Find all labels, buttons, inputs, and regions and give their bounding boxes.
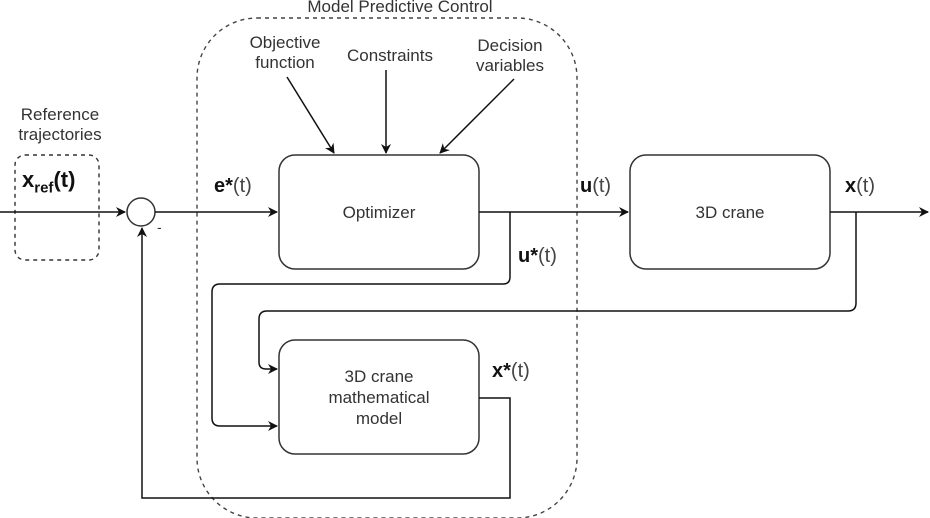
mpc-title: Model Predictive Control [307,0,493,16]
state-feedback-path [258,212,857,374]
reference-symbol: xref(t) [22,167,76,198]
plant-label: 3D crane [695,202,765,222]
decision-label: Decision variables [455,36,565,76]
state-model-signal-arg: (t) [510,360,530,382]
reference-symbol-sub: ref [34,179,54,197]
decision-label-line1: Decision [477,36,543,55]
optimizer-label: Optimizer [342,202,416,222]
constraints-label: Constraints [347,46,433,65]
mpc-container [196,17,578,518]
reference-symbol-arg: (t) [53,167,76,192]
control-signal-arg: (t) [592,175,612,197]
state-signal-arg: (t) [856,175,876,197]
control-signal-symbol: u [580,175,593,197]
model-label: 3D crane mathematical model [279,340,479,454]
control-opt-signal-symbol: u* [518,245,538,267]
reference-box [14,154,100,261]
reference-symbol-main: x [22,167,35,192]
error-signal-label: e*(t) [214,176,252,196]
objective-label: Objective function [225,33,345,73]
state-model-signal-symbol: x* [492,360,511,382]
error-signal-arg: (t) [232,175,252,197]
control-opt-signal-arg: (t) [538,245,557,267]
minus-sign: - [157,219,162,235]
reference-label: Reference trajectories [0,105,120,145]
state-model-signal-label: x*(t) [492,361,530,381]
decision-label-line2: variables [475,56,545,75]
summing-junction [126,197,156,227]
model-label-line2: mathematical [328,387,430,407]
model-feedback-path [137,227,511,499]
control-opt-path [211,212,511,431]
decision-arrow [439,78,515,154]
model-label-line3: model [355,408,403,428]
error-signal-symbol: e* [214,175,233,197]
model-block [278,339,480,455]
objective-label-line1: Objective [249,33,321,52]
reference-label-line2: trajectories [18,125,102,144]
objective-label-line2: function [255,53,315,72]
reference-label-line1: Reference [20,105,100,124]
model-label-line1: 3D crane [344,366,414,386]
control-signal-label: u(t) [580,176,611,196]
state-signal-symbol: x [845,175,857,197]
control-opt-signal-label: u*(t) [518,246,557,266]
objective-arrow [286,76,335,154]
state-signal-label: x(t) [845,176,875,196]
